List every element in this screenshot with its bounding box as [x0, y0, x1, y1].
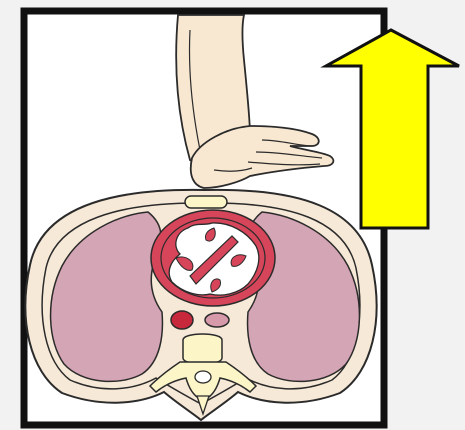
heart — [151, 210, 275, 306]
vertebral-body — [183, 334, 222, 364]
esophagus — [205, 313, 229, 327]
spinal-canal — [195, 371, 211, 383]
aorta — [171, 311, 193, 329]
sternum — [185, 196, 227, 208]
chest-cross-section — [25, 190, 376, 420]
